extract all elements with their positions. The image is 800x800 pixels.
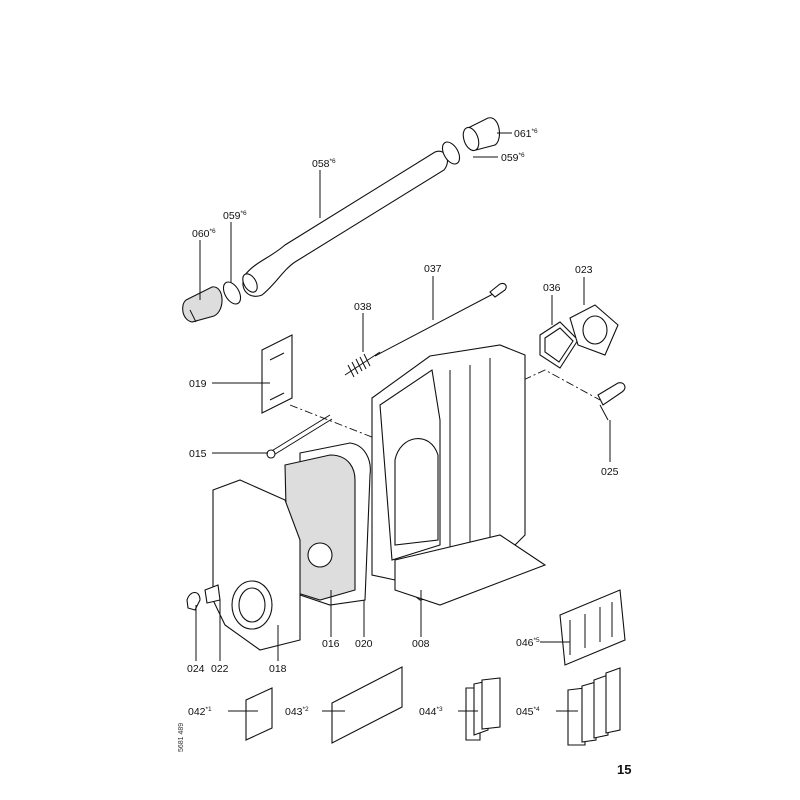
part-label-042: 042*1 [188,706,212,718]
gasket-036 [539,321,579,369]
part-label-060: 060*6 [192,228,216,240]
part-label-044: 044*3 [419,706,443,718]
gasket-022 [204,584,221,604]
page-number: 15 [617,762,631,777]
heat-exchanger-008 [371,344,547,606]
sensor-025 [597,382,626,406]
part-label-008: 008 [412,638,430,650]
part-label-015: 015 [189,448,207,460]
clip-024 [186,591,201,611]
flue-pipe-058 [242,150,448,297]
part-label-018: 018 [269,663,287,675]
insulation-opening [307,542,333,568]
part-label-059: 059*6 [501,152,525,164]
part-label-020: 020 [355,638,373,650]
part-label-058: 058*6 [312,158,336,170]
part-label-036: 036 [543,282,561,294]
part-label-038: 038 [354,301,372,313]
part-label-023: 023 [575,264,593,276]
part-label-025: 025 [601,466,619,478]
part-label-024: 024 [187,663,205,675]
baffle-045 [567,667,621,746]
rod-015 [266,414,333,459]
baffle-042 [245,687,273,741]
leader-lines [195,132,611,712]
adapter-061 [462,117,501,152]
bracket-019 [261,334,293,414]
clamp-059-bottom [222,281,242,305]
part-label-022: 022 [211,663,229,675]
baffle-044 [465,677,501,741]
baffle-043 [331,666,403,744]
part-label-016: 016 [322,638,340,650]
baffle-046 [559,589,626,666]
part-label-061: 061*6 [514,128,538,140]
burner-door-018 [212,479,301,651]
elbow-060 [182,286,223,323]
part-label-059: 059*6 [223,210,247,222]
part-label-046: 046*5 [516,637,540,649]
cover-023 [569,304,619,356]
part-label-045: 045*4 [516,706,540,718]
cleaning-rod-037 [374,282,507,357]
part-label-043: 043*2 [285,706,309,718]
clamp-059-top [441,141,461,165]
drawing-code: 5681 489 [178,723,185,752]
part-label-037: 037 [424,263,442,275]
part-label-019: 019 [189,378,207,390]
cleaning-brush-038 [344,351,381,378]
insulation-016 [284,454,356,601]
